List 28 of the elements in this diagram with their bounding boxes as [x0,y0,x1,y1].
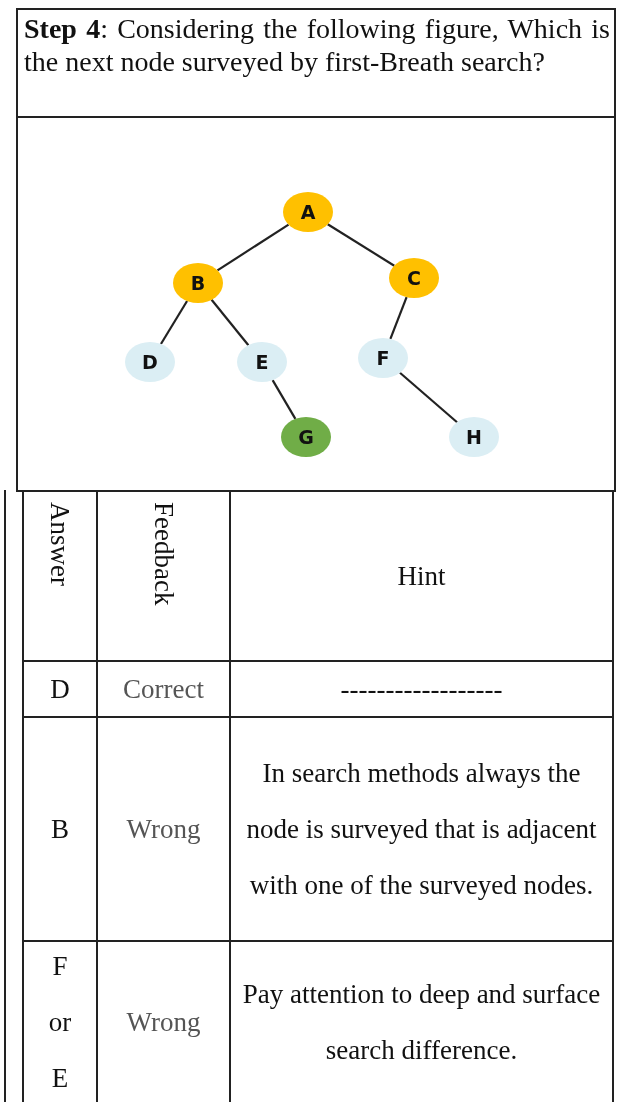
table-text: Wrong [126,813,201,846]
table-text: In search methods always the node is surveyed that is adjacent with one of the surveyed nodes. [245,757,598,902]
tree-node: G [281,417,331,457]
tree-edge [210,299,250,346]
column-header: Answer [44,501,76,586]
tree-edge [399,371,458,424]
column-header: Hint [396,560,447,593]
table-text: Correct [123,673,204,706]
tree-node: F [358,338,408,378]
table-text: Pay attention to deep and surface search difference. [241,978,602,1067]
tree-node: H [449,417,499,457]
tree-node: E [237,342,287,382]
tree-edge [160,300,188,345]
tree-edge [216,223,290,272]
column-header: Feedback [147,501,180,606]
tree-edge [271,379,297,420]
tree-edge [327,223,395,267]
table-text: F or E [47,950,73,1095]
table-text: ------------------ [339,673,504,706]
table-text: B [50,813,70,846]
tree-edge [389,296,408,340]
table-text: Wrong [126,1006,201,1039]
table-text: D [49,673,71,706]
tree-node: D [125,342,175,382]
question-text: Step 4: Considering the following figure, Which is the next node surveyed by first-Breath search? [24,12,610,78]
tree-node: B [173,263,223,303]
tree-node: A [283,192,333,232]
tree-node: C [389,258,439,298]
